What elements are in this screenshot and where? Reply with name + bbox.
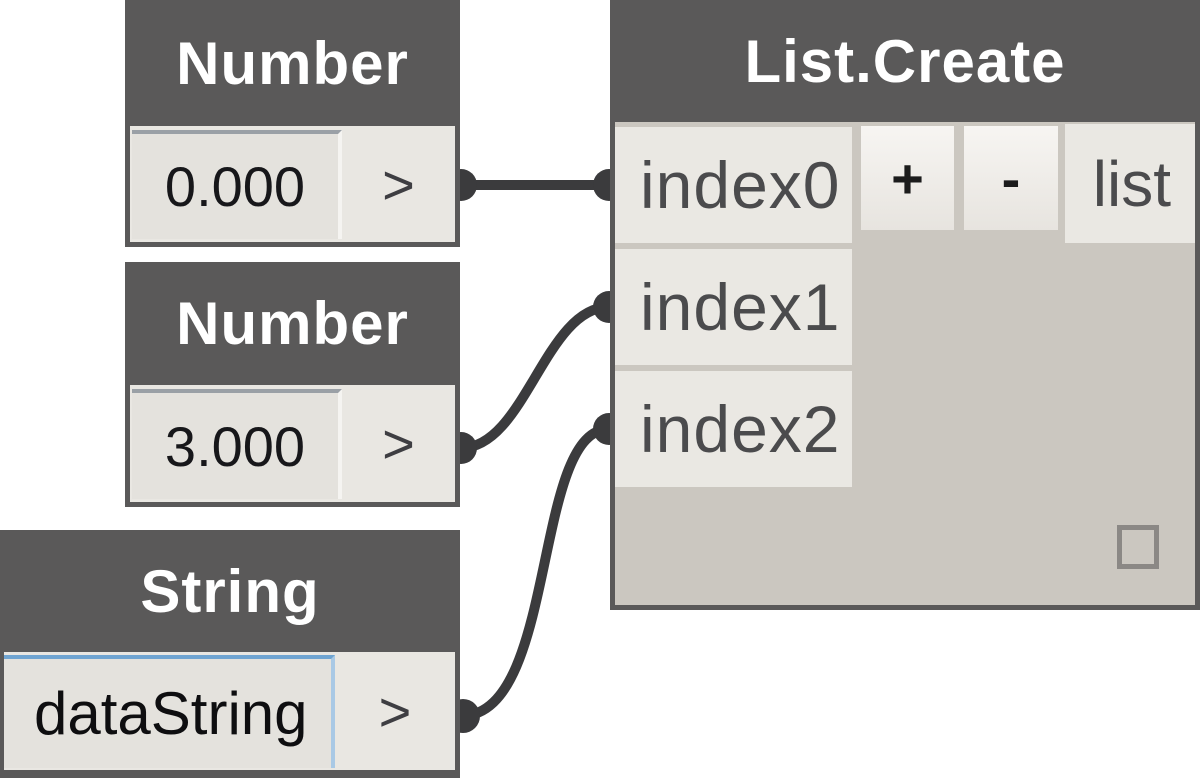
add-input-button[interactable]: +	[861, 126, 954, 230]
node-title: List.Create	[744, 27, 1066, 95]
node-title: Number	[176, 290, 409, 357]
string-node-title-bar[interactable]: String	[0, 530, 460, 652]
output-port[interactable]: >	[382, 152, 415, 216]
list-create-node: List.Create index0 index1 index2 + - lis…	[610, 0, 1200, 610]
string-value-input[interactable]: dataString	[4, 655, 335, 768]
number-value-input[interactable]: 0.000	[132, 130, 342, 239]
string-node-body: dataString >	[4, 652, 455, 770]
input-port-index0[interactable]: index0	[615, 127, 852, 243]
list-create-title-bar[interactable]: List.Create	[610, 0, 1200, 122]
node-title: Number	[176, 29, 409, 97]
number-node-2: Number 3.000 >	[125, 262, 460, 507]
output-port-list[interactable]: list	[1065, 124, 1195, 243]
output-port[interactable]: >	[382, 412, 415, 475]
remove-input-button[interactable]: -	[964, 126, 1058, 230]
list-create-body: index0 index1 index2 + - list	[615, 122, 1195, 605]
number-node-1-title-bar[interactable]: Number	[125, 0, 460, 126]
number-node-2-body: 3.000 >	[130, 385, 455, 502]
number-node-1-body: 0.000 >	[130, 126, 455, 242]
wire-string-to-index2[interactable]	[456, 424, 614, 721]
input-port-label: index0	[640, 148, 841, 222]
input-port-label: index2	[640, 392, 841, 466]
output-port-label: list	[1092, 147, 1171, 220]
number-node-2-title-bar[interactable]: Number	[125, 262, 460, 385]
input-port-index1[interactable]: index1	[615, 249, 852, 365]
number-value-input[interactable]: 3.000	[132, 389, 342, 499]
number-node-1: Number 0.000 >	[125, 0, 460, 247]
preview-checkbox[interactable]	[1117, 525, 1159, 569]
node-title: String	[140, 557, 320, 625]
output-port[interactable]: >	[378, 679, 412, 743]
input-port-index2[interactable]: index2	[615, 371, 852, 487]
wire-number2-to-index1[interactable]	[456, 302, 614, 453]
input-port-label: index1	[640, 270, 841, 344]
string-node: String dataString >	[0, 530, 460, 778]
